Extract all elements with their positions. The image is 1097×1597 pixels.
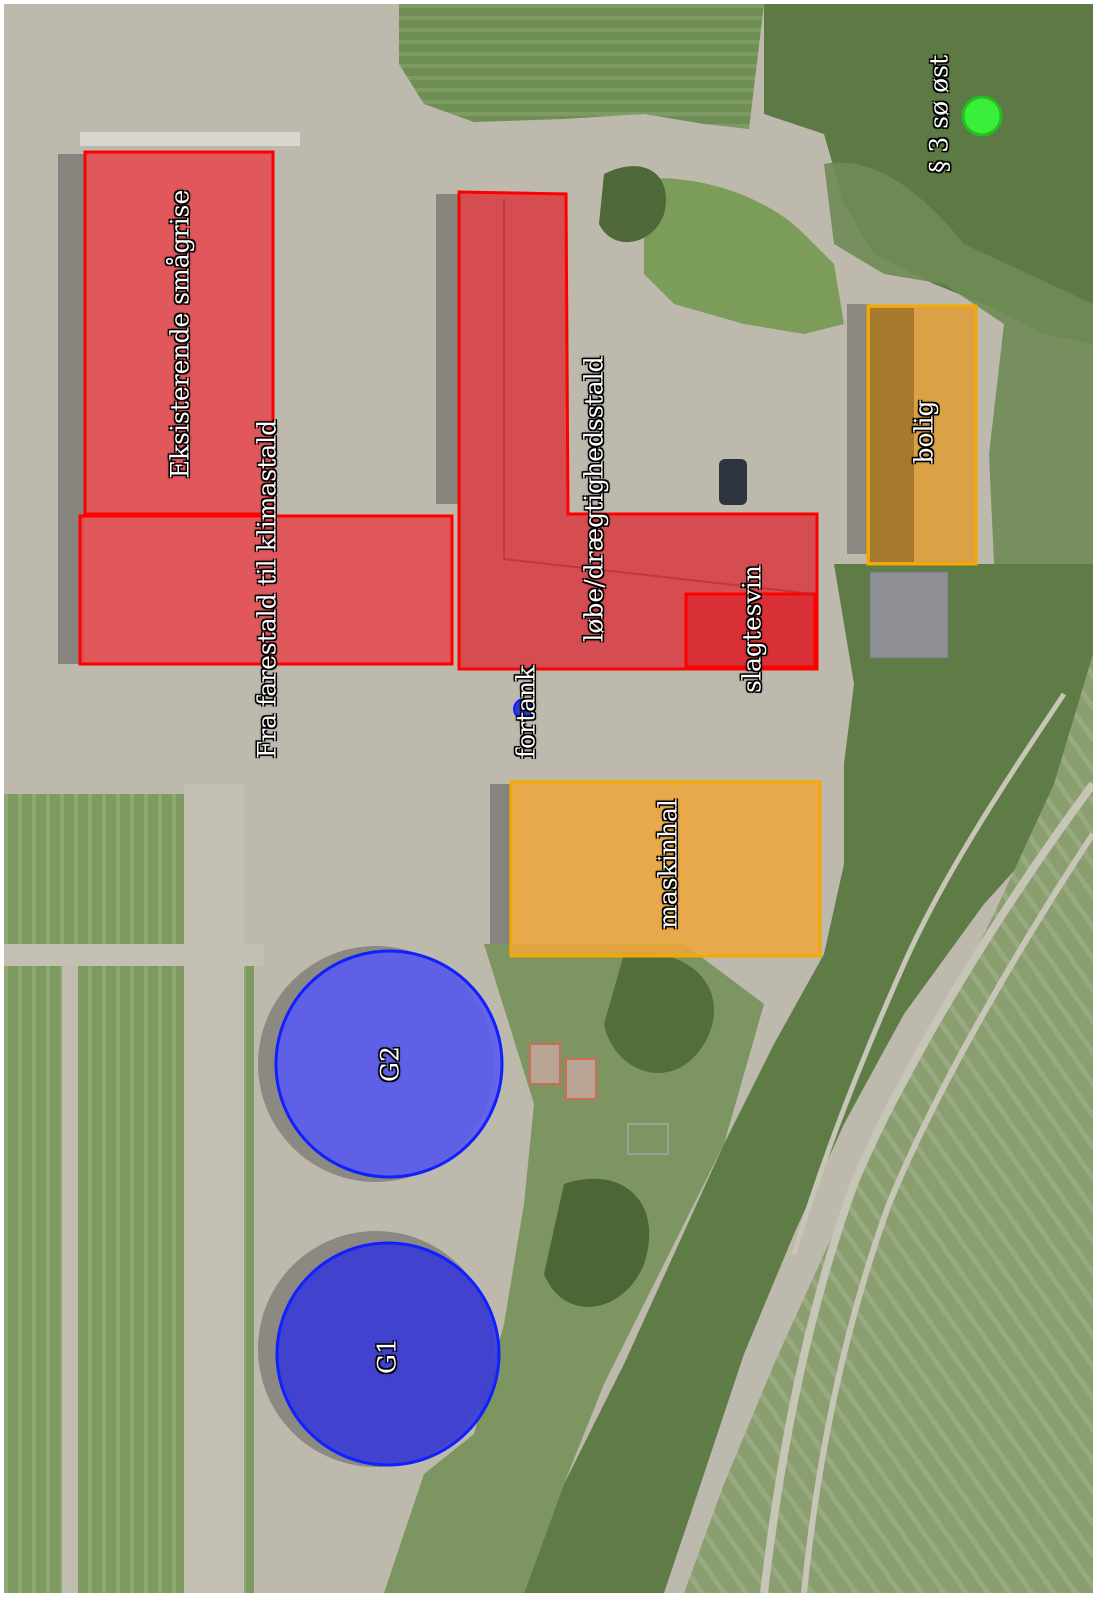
shadow-bolig <box>847 304 869 554</box>
polygon-slagtesvin <box>684 592 817 669</box>
label-maskinhal: maskinhal <box>653 799 683 929</box>
roof-ridge-2 <box>503 558 815 595</box>
label-bolig: bolig <box>909 400 939 464</box>
field-northeast <box>399 4 764 129</box>
label-fortank: fortank <box>511 665 541 759</box>
woodland-east-strip <box>524 564 1093 1593</box>
fortank-marker <box>513 698 535 720</box>
label-eksisterende-smagrise: Eksisterende smågrise <box>165 189 195 479</box>
label-fra-farestald: Fra farestald til klimastald <box>252 419 282 759</box>
field-track-3 <box>791 692 1067 1255</box>
aerial-map[interactable]: Eksisterende smågrise Fra farestald til … <box>4 4 1093 1593</box>
farm-track-cross <box>4 944 264 966</box>
field-track-1 <box>760 781 1093 1593</box>
tank-g2 <box>274 949 504 1179</box>
paragraph3-marker <box>961 95 1003 137</box>
wall-northwest <box>80 132 300 146</box>
bolig-roof-dark <box>870 308 914 562</box>
label-g2: G2 <box>375 1046 405 1082</box>
polygon-maskinhal <box>509 780 822 958</box>
label-slagtesvin: slagtesvin <box>737 565 767 693</box>
tank-g1 <box>275 1241 501 1467</box>
farm-road <box>184 784 244 1593</box>
lawn-1 <box>644 178 844 334</box>
polygon-lobe-draegtighedsstald <box>457 190 819 671</box>
vehicle <box>719 459 747 505</box>
field-track-2 <box>801 832 1093 1593</box>
shadow-lobe <box>436 194 460 504</box>
small-shed-1 <box>529 1043 561 1085</box>
shadow-maskinhal <box>490 784 512 944</box>
grey-building <box>869 571 949 659</box>
label-lobe-draegtighedsstald: løbe/drægtighedsstald <box>579 356 609 642</box>
polygon-eksisterende-smagrise <box>83 150 275 516</box>
map-canvas <box>4 4 1093 1593</box>
label-g1: G1 <box>372 1338 402 1374</box>
woodland-northeast <box>764 4 1093 344</box>
polygon-fra-farestald <box>78 514 454 666</box>
trees-south <box>544 1178 650 1307</box>
woodland-patch-1 <box>824 162 1093 564</box>
label-paragraph3: § 3 sø øst <box>924 54 954 174</box>
farm-track-west <box>62 964 78 1593</box>
small-frame <box>627 1123 669 1155</box>
field-southeast <box>684 654 1093 1593</box>
tree-clump-1 <box>599 166 666 243</box>
trees-south-2 <box>604 952 715 1073</box>
small-shed-2 <box>565 1058 597 1100</box>
